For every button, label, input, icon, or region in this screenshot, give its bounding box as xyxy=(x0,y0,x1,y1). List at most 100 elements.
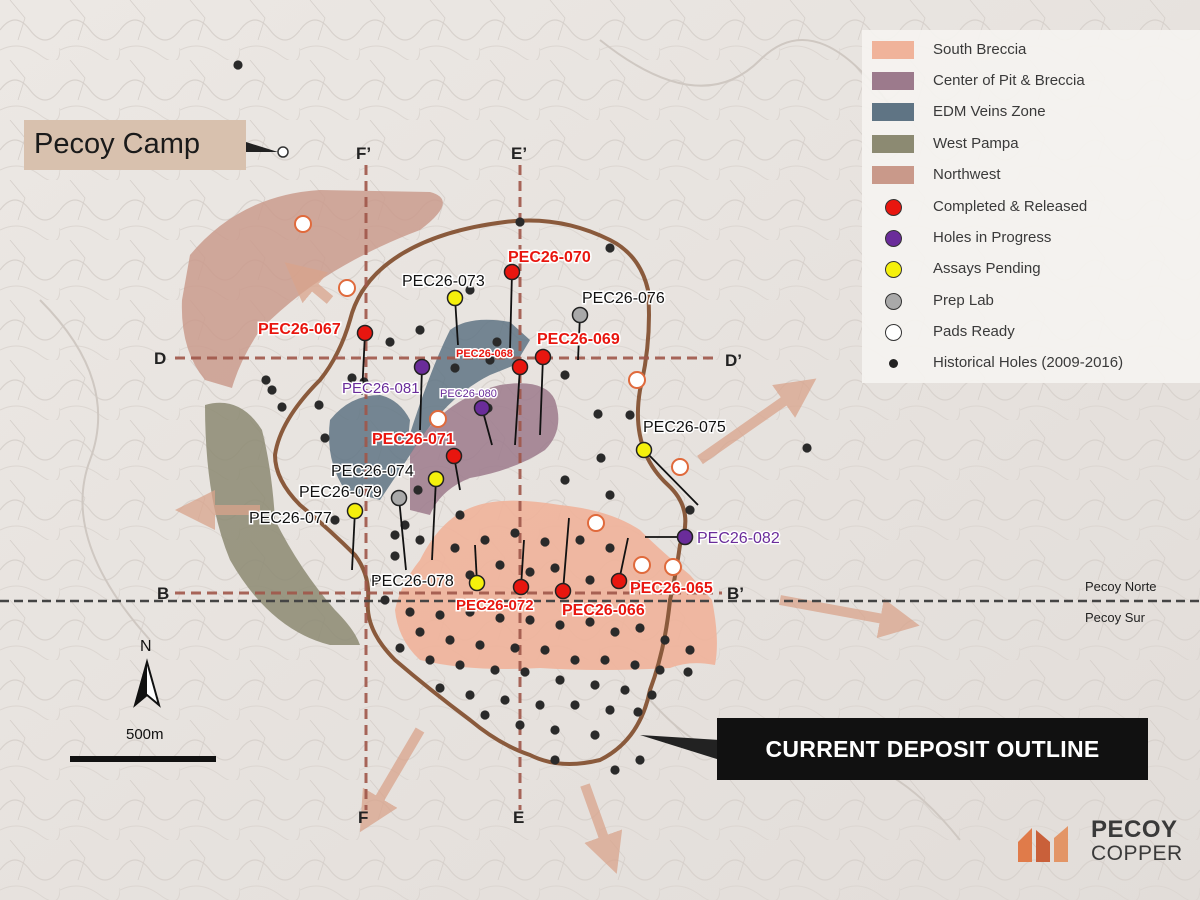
historical-hole xyxy=(570,655,580,665)
legend-label: South Breccia xyxy=(933,41,1027,58)
historical-hole xyxy=(535,700,545,710)
historical-hole xyxy=(550,755,560,765)
historical-hole xyxy=(380,595,390,605)
historical-hole xyxy=(314,400,324,410)
section-e-prime-label: E’ xyxy=(511,144,527,163)
historical-hole xyxy=(465,285,475,295)
drill-hole-label: PEC26-065 xyxy=(630,580,713,597)
historical-hole xyxy=(510,643,520,653)
historical-holes xyxy=(233,60,812,775)
historical-hole xyxy=(385,337,395,347)
historical-hole xyxy=(277,402,287,412)
drill-hole-label: PEC26-067 xyxy=(258,321,341,338)
drill-collar-marker xyxy=(468,574,486,592)
section-b-label: B xyxy=(157,584,169,603)
historical-hole xyxy=(625,410,635,420)
section-f-label: F xyxy=(358,808,368,827)
logo-line1: PECOY xyxy=(1091,816,1178,843)
legend-item: Completed & Released xyxy=(862,195,1200,219)
drill-hole-label: PEC26-069 xyxy=(537,331,620,348)
historical-hole xyxy=(435,610,445,620)
historical-hole xyxy=(480,710,490,720)
drill-collar-marker xyxy=(356,324,374,342)
pecoy-norte-label: Pecoy Norte xyxy=(1085,579,1157,594)
edm-veins-zone xyxy=(329,319,530,500)
drill-collar-marker xyxy=(445,447,463,465)
historical-hole xyxy=(570,700,580,710)
historical-hole xyxy=(435,683,445,693)
legend-item: Pads Ready xyxy=(862,320,1200,344)
historical-hole xyxy=(500,695,510,705)
historical-hole xyxy=(635,580,645,590)
legend-swatch xyxy=(872,103,914,121)
drill-hole-label: PEC26-077 xyxy=(249,510,332,527)
historical-hole xyxy=(390,551,400,561)
drill-collar-marker xyxy=(635,441,653,459)
historical-hole xyxy=(492,337,502,347)
historical-hole xyxy=(320,433,330,443)
historical-hole xyxy=(605,490,615,500)
historical-hole xyxy=(347,373,357,383)
deposit-outline xyxy=(272,218,688,766)
logo-mark-icon xyxy=(1018,826,1068,862)
drill-collar-marker xyxy=(413,358,431,376)
drill-trace xyxy=(419,366,423,431)
historical-hole xyxy=(525,567,535,577)
historical-hole xyxy=(685,645,695,655)
historical-hole xyxy=(560,475,570,485)
drill-trace xyxy=(539,356,544,436)
historical-hole xyxy=(585,617,595,627)
historical-hole xyxy=(560,370,570,380)
section-d-label: D xyxy=(154,349,166,368)
historical-hole xyxy=(390,530,400,540)
historical-hole xyxy=(635,755,645,765)
legend-item: Historical Holes (2009-2016) xyxy=(862,351,1200,375)
legend-item: EDM Veins Zone xyxy=(862,100,1200,124)
historical-hole xyxy=(425,655,435,665)
legend-label: Historical Holes (2009-2016) xyxy=(933,354,1124,371)
drill-trace xyxy=(643,449,699,506)
logo-line2: COPPER xyxy=(1091,842,1183,865)
historical-hole xyxy=(555,620,565,630)
northwest-zone xyxy=(181,190,443,388)
legend-marker-icon xyxy=(888,358,898,368)
historical-hole xyxy=(233,60,243,70)
drill-trace xyxy=(431,478,437,561)
historical-hole xyxy=(415,535,425,545)
drill-hole-label: PEC26-072 xyxy=(456,597,534,614)
historical-hole xyxy=(515,217,525,227)
drill-collar-marker xyxy=(512,578,530,596)
historical-hole xyxy=(415,627,425,637)
outline-pointer xyxy=(640,735,720,760)
historical-hole xyxy=(540,645,550,655)
drill-hole-label: PEC26-081 xyxy=(342,380,420,397)
historical-hole xyxy=(540,537,550,547)
drill-collar-marker xyxy=(676,528,694,546)
section-lines xyxy=(175,165,722,810)
legend-label: Completed & Released xyxy=(933,198,1088,215)
drill-collar-marker xyxy=(473,399,491,417)
historical-hole xyxy=(525,615,535,625)
pads-ready-markers xyxy=(277,146,689,576)
historical-hole xyxy=(370,575,380,585)
historical-hole xyxy=(605,243,615,253)
historical-hole xyxy=(510,528,520,538)
historical-hole xyxy=(515,720,525,730)
historical-hole xyxy=(655,665,665,675)
historical-hole xyxy=(267,385,277,395)
pecoy-sur-label: Pecoy Sur xyxy=(1085,610,1146,625)
drill-hole-label: PEC26-076 xyxy=(582,290,665,307)
drill-hole-label: PEC26-070 xyxy=(508,249,591,266)
drill-hole-label: PEC26-073 xyxy=(402,273,485,290)
drill-hole-label: PEC26-080 xyxy=(440,388,497,400)
historical-hole xyxy=(495,613,505,623)
drill-holes: PEC26-070PEC26-073PEC26-076PEC26-067PEC2… xyxy=(248,248,782,621)
historical-hole xyxy=(450,363,460,373)
historical-hole xyxy=(610,765,620,775)
legend-swatch xyxy=(872,166,914,184)
drill-hole-label: PEC26-066 xyxy=(562,602,645,619)
drill-collar-marker xyxy=(511,358,529,376)
legend-label: Pads Ready xyxy=(933,323,1015,340)
historical-hole xyxy=(630,660,640,670)
historical-hole xyxy=(455,510,465,520)
